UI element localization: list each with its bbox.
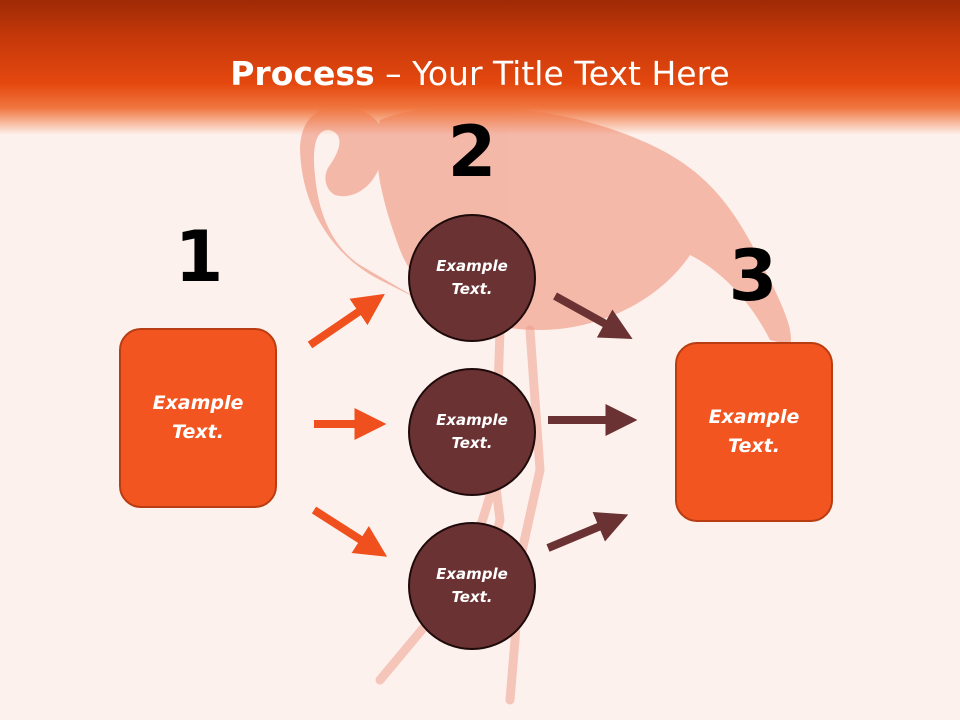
step-number-1: 1 [174,216,224,298]
left-box: Example Text. [119,328,277,508]
circle-top: Example Text. [408,214,536,342]
circle-middle-label: Example Text. [436,411,508,452]
circle-bottom: Example Text. [408,522,536,650]
circle-middle: Example Text. [408,368,536,496]
left-box-label: Example Text. [152,392,244,443]
title-bar [0,0,960,135]
title-rest: – Your Title Text Here [374,54,730,93]
right-box: Example Text. [675,342,833,522]
title-strong: Process [230,54,375,93]
circle-bottom-label: Example Text. [436,565,508,606]
step-number-3: 3 [728,235,778,317]
slide-title: Process – Your Title Text Here [0,52,960,96]
step-number-2: 2 [447,111,497,193]
circle-top-label: Example Text. [436,257,508,298]
right-box-label: Example Text. [708,406,800,457]
